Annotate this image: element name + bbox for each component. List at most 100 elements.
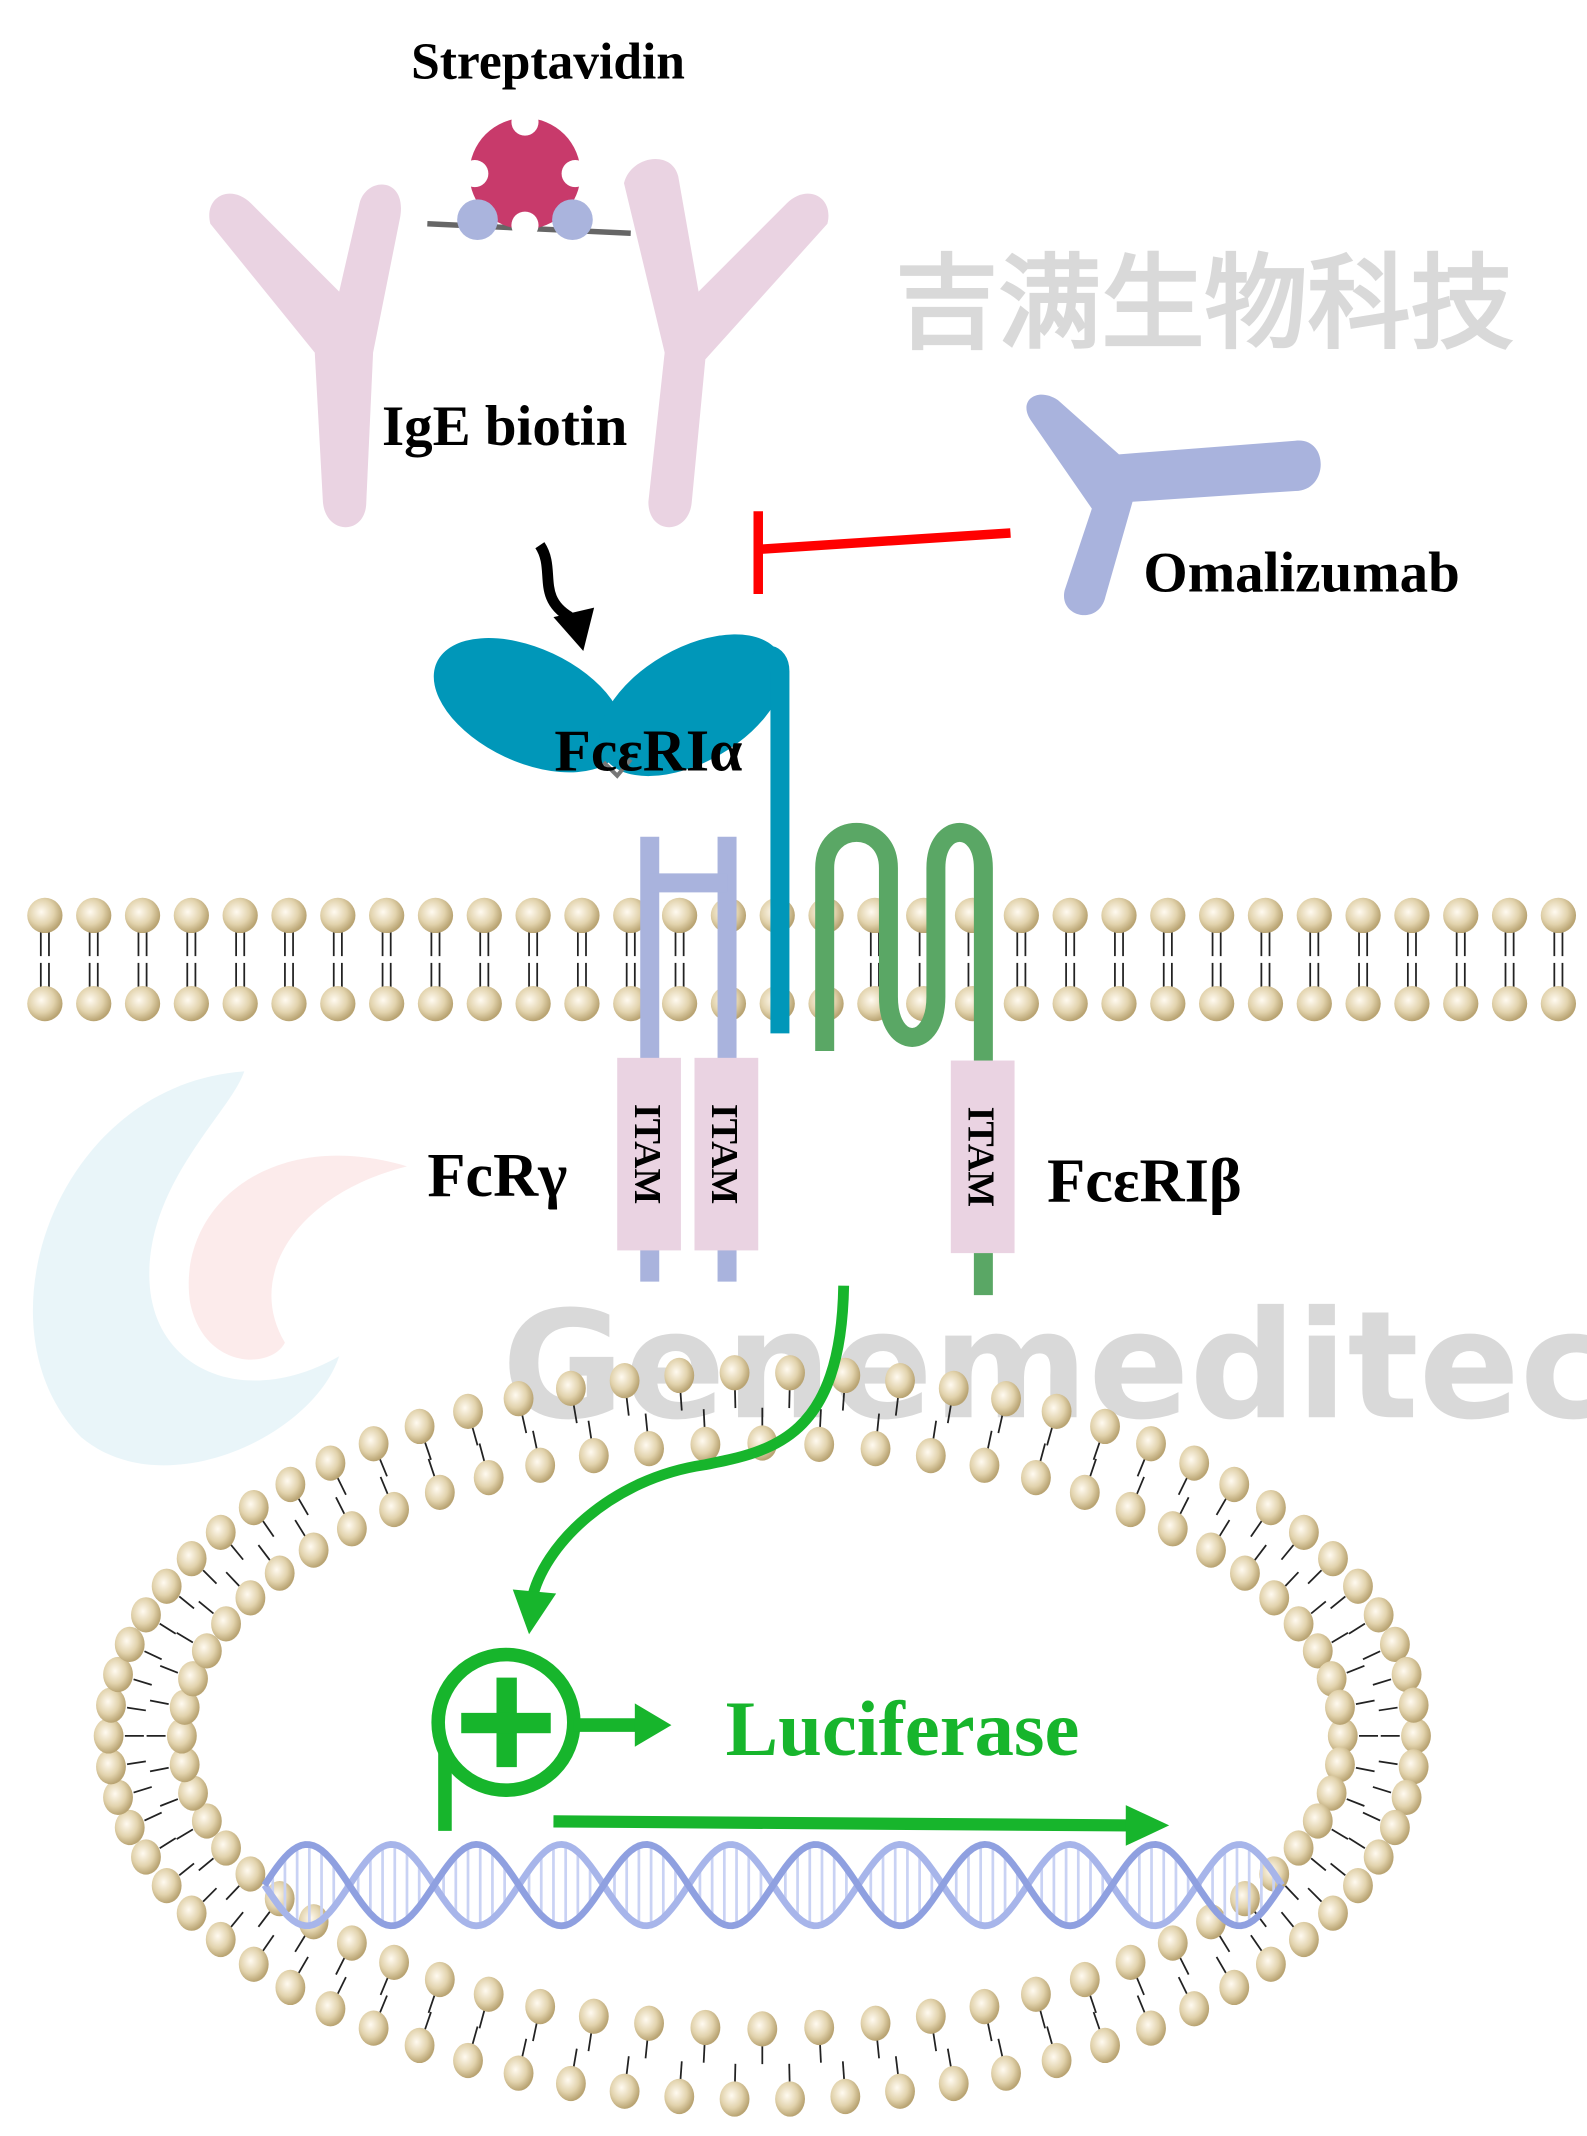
lipid-head (915, 1998, 946, 2034)
lipid-head (609, 1362, 640, 1399)
lipid-head (1219, 1969, 1250, 2006)
lipid-head (1391, 1779, 1422, 1815)
lipid-head (1255, 1946, 1286, 1982)
lipid-head (1318, 1895, 1348, 1931)
lipid-head (151, 1868, 182, 1904)
transcription-arrow-icon (553, 1805, 1170, 1846)
lipid-head (1136, 1426, 1166, 1462)
lipid-head (1069, 1961, 1100, 1998)
cell-membrane (27, 897, 1577, 1022)
itam-box: ITAM (694, 1057, 759, 1251)
lipid-head (336, 1925, 367, 1961)
ige-antibody-right (623, 159, 829, 528)
lipid-head (1345, 897, 1381, 934)
lipid-head (1363, 1839, 1394, 1875)
lipid-head (238, 1946, 269, 1982)
nuclear-membrane (93, 1355, 1431, 2117)
lipid-head (1394, 897, 1430, 934)
promoter-plus-icon (431, 1647, 672, 1831)
lipid-head (775, 1355, 805, 1391)
lipid-head (1288, 1514, 1319, 1551)
watermark: 吉满生物科技 Genemeditech (32, 244, 1587, 1466)
lipid-head (1247, 897, 1284, 934)
lipid-head (1199, 985, 1235, 1022)
lipid-head (1316, 1775, 1347, 1811)
lipid-head (176, 1541, 207, 1577)
lipid-head (1090, 2027, 1120, 2064)
lipid-head (1101, 985, 1137, 1022)
lipid-head (525, 1447, 556, 1483)
biotin-icon (457, 199, 498, 241)
lipid-head (166, 1718, 197, 1754)
lipid-head (417, 897, 454, 934)
lipid-head (379, 1944, 409, 1980)
lipid-head (1302, 1803, 1333, 1839)
lipid-head (358, 2010, 389, 2046)
fceri-alpha-label: FcεRIα (554, 717, 742, 783)
lipid-head (27, 985, 63, 1022)
binding-arrow-icon (535, 542, 595, 651)
lipid-head (503, 2055, 534, 2091)
lipid-head (969, 1988, 1000, 2025)
lipid-head (1302, 1633, 1333, 1669)
lipid-head (1401, 1718, 1431, 1754)
lipid-head (1540, 897, 1577, 934)
lipid-head (1316, 1661, 1347, 1697)
itam-box: ITAM (617, 1057, 681, 1251)
lipid-head (1136, 2010, 1166, 2046)
lipid-head (96, 1749, 126, 1785)
lipid-head (1391, 1656, 1422, 1693)
lipid-head (664, 2078, 695, 2115)
lipid-head (578, 1998, 609, 2034)
lipid-head (1540, 985, 1577, 1022)
lipid-head (1199, 897, 1235, 934)
lipid-head (178, 1661, 208, 1697)
lipid-head (379, 1491, 409, 1528)
lipid-head (1150, 897, 1186, 934)
lipid-head (1052, 985, 1088, 1022)
lipid-head (358, 1426, 389, 1462)
lipid-head (1150, 985, 1186, 1022)
lipid-head (1069, 1474, 1100, 1510)
lipid-head (336, 1511, 367, 1547)
lipid-head (690, 1426, 721, 1463)
lipid-head (804, 2009, 835, 2046)
lipid-head (103, 1656, 133, 1693)
lipid-head (238, 1489, 269, 1526)
ige-biotin-label: IgE biotin (382, 395, 627, 458)
lipid-head (1345, 985, 1381, 1022)
lipid-head (275, 1466, 306, 1503)
lipid-head (178, 1775, 208, 1811)
lipid-head (1491, 985, 1528, 1022)
lipid-head (525, 1988, 556, 2025)
lipid-head (320, 985, 356, 1022)
lipid-head (131, 1597, 161, 1633)
lipid-head (969, 1447, 1000, 1483)
lipid-head (719, 2081, 750, 2117)
biotin-icon (552, 199, 593, 241)
ige-biotin-antibodies (209, 159, 829, 528)
lipid-head (830, 2078, 861, 2115)
lipid-head (1041, 1393, 1072, 1430)
lipid-head (205, 1921, 236, 1958)
lipid-head (664, 1357, 695, 1394)
lipid-head (424, 1474, 455, 1510)
signal-arrow-icon (512, 1285, 850, 1635)
itam-label: ITAM (626, 1104, 668, 1205)
lipid-head (235, 1580, 266, 1616)
lipid-head (114, 1626, 145, 1662)
dna-helix (261, 1841, 1285, 1930)
lipid-head (613, 897, 649, 934)
lipid-head (915, 1437, 946, 1474)
lipid-head (1325, 1747, 1355, 1783)
lipid-head (176, 1895, 207, 1931)
lipid-head (885, 2073, 915, 2109)
lipid-head (222, 985, 258, 1022)
lipid-head (369, 897, 405, 934)
lipid-head (271, 897, 307, 934)
itam-label: ITAM (703, 1104, 745, 1205)
lipid-head (222, 897, 258, 934)
lipid-head (124, 985, 161, 1022)
itam-label: ITAM (959, 1107, 1001, 1208)
lipid-head (860, 1430, 891, 1467)
